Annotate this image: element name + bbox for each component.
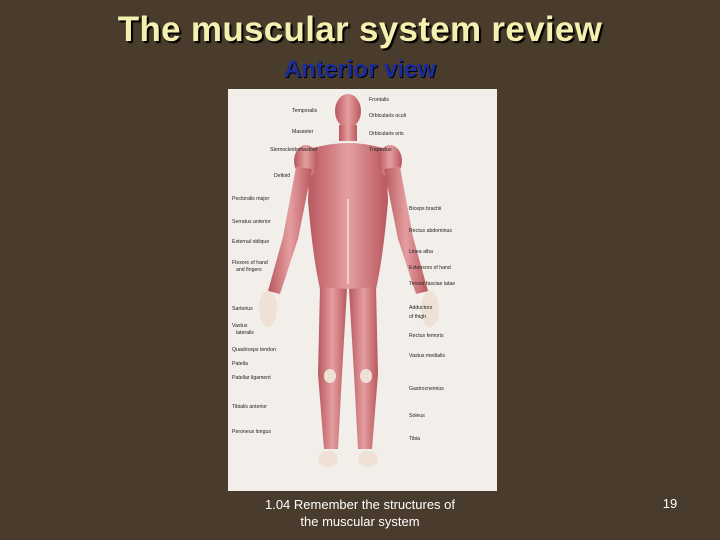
left-anatomy-label: Quadriceps tendon (232, 347, 276, 353)
head-shape (335, 94, 361, 128)
right-anatomy-label: Soleus (409, 413, 425, 419)
left-foot-shape (318, 451, 338, 467)
slide-subtitle: Anterior view (283, 56, 437, 83)
left-anatomy-label: lateralis (236, 330, 254, 336)
left-anatomy-label: Vastus (232, 323, 248, 329)
right-anatomy-label: Extensors of hand (409, 265, 451, 271)
left-arm-shape (268, 167, 312, 294)
slide-title: The muscular system review (117, 10, 603, 49)
right-anatomy-label: Biceps brachii (409, 206, 441, 212)
right-anatomy-label: Vastus medialis (409, 353, 445, 359)
left-anatomy-label: and fingers (236, 267, 262, 273)
right-anatomy-label: Rectus abdominus (409, 228, 452, 234)
muscle-diagram: TemporalisMasseterSternocleidomastoidDel… (232, 94, 455, 467)
right-anatomy-label: Adductors (409, 305, 433, 311)
right-anatomy-label: Tensor fasciae latae (409, 281, 455, 287)
left-patella-shape (324, 369, 336, 383)
left-anatomy-label: Patella (232, 361, 248, 367)
left-anatomy-label: Pectoralis major (232, 196, 269, 202)
right-anatomy-label: Rectus femoris (409, 333, 444, 339)
right-arm-shape (384, 167, 428, 294)
left-anatomy-label: Deltoid (274, 173, 290, 179)
right-anatomy-label: Tibia (409, 436, 420, 442)
footer-line-1: 1.04 Remember the structures of (264, 497, 456, 512)
left-anatomy-label: Masseter (292, 129, 314, 135)
left-anatomy-label: Peroneus longus (232, 429, 271, 435)
page-number: 19 (662, 496, 678, 511)
right-anatomy-label: Gastrocnemius (409, 386, 444, 392)
left-anatomy-label: Patellar ligament (232, 375, 271, 381)
left-anatomy-label: Temporalis (292, 108, 317, 114)
right-leg-shape (349, 287, 378, 449)
right-anatomy-label: Orbicularis oris (369, 131, 404, 137)
footer-text: 1.04 Remember the structures of the musc… (230, 496, 490, 530)
left-label-group: TemporalisMasseterSternocleidomastoidDel… (232, 108, 317, 435)
right-hand-shape (421, 291, 439, 327)
left-leg-shape (318, 287, 347, 449)
right-foot-shape (358, 451, 378, 467)
right-anatomy-label: of thigh (409, 314, 426, 320)
left-anatomy-label: Sternocleidomastoid (270, 147, 317, 153)
right-anatomy-label: Frontalis (369, 97, 389, 103)
left-anatomy-label: Serratus anterior (232, 219, 271, 225)
left-anatomy-label: External oblique (232, 239, 269, 245)
right-anatomy-label: Orbicularis oculi (369, 113, 406, 119)
right-patella-shape (360, 369, 372, 383)
neck-shape (339, 125, 357, 141)
footer-line-2: the muscular system (300, 514, 420, 529)
left-anatomy-label: Tibialis anterior (232, 404, 267, 410)
left-hand-shape (259, 291, 277, 327)
right-anatomy-label: Trapezius (369, 147, 392, 153)
right-anatomy-label: Linea alba (409, 249, 433, 255)
left-anatomy-label: Sartorius (232, 306, 253, 312)
left-anatomy-label: Flexors of hand (232, 260, 268, 266)
